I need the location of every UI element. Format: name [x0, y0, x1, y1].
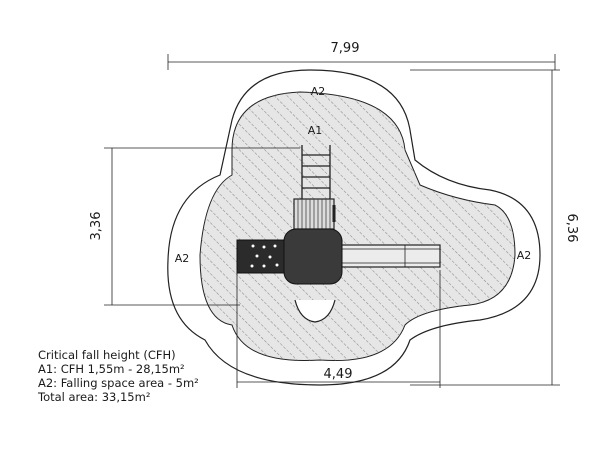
tower-platform: [283, 228, 343, 323]
dimension-a1-width: [236, 270, 441, 388]
tower-deck: [293, 198, 336, 230]
zone-label-a2-top: A2: [311, 85, 326, 98]
zone-label-a2-right: A2: [517, 249, 532, 262]
a1-height-label: 3,36: [89, 212, 104, 241]
area-legend: Critical fall height (CFH) A1: CFH 1,55m…: [38, 348, 199, 404]
dimension-overall-height: [410, 69, 560, 386]
legend-total-line: Total area: 33,15m²: [38, 390, 151, 404]
legend-a2-line: A2: Falling space area - 5m²: [38, 376, 199, 390]
zone-label-a1-top: A1: [308, 124, 323, 137]
zone-label-a2-left: A2: [175, 252, 190, 265]
overall-width-label: 7,99: [331, 41, 360, 56]
a1-hatching: [200, 92, 515, 361]
a1-width-label: 4,49: [324, 367, 353, 382]
slide: [337, 244, 441, 268]
dimension-overall-width: [167, 54, 556, 70]
legend-a1-line: A1: CFH 1,55m - 28,15m²: [38, 362, 185, 376]
climbing-wall: [236, 239, 288, 274]
ladder: [301, 145, 331, 200]
legend-title: Critical fall height (CFH): [38, 348, 176, 362]
dimension-a1-height: [104, 147, 300, 306]
overall-height-label: 6,36: [564, 214, 579, 243]
